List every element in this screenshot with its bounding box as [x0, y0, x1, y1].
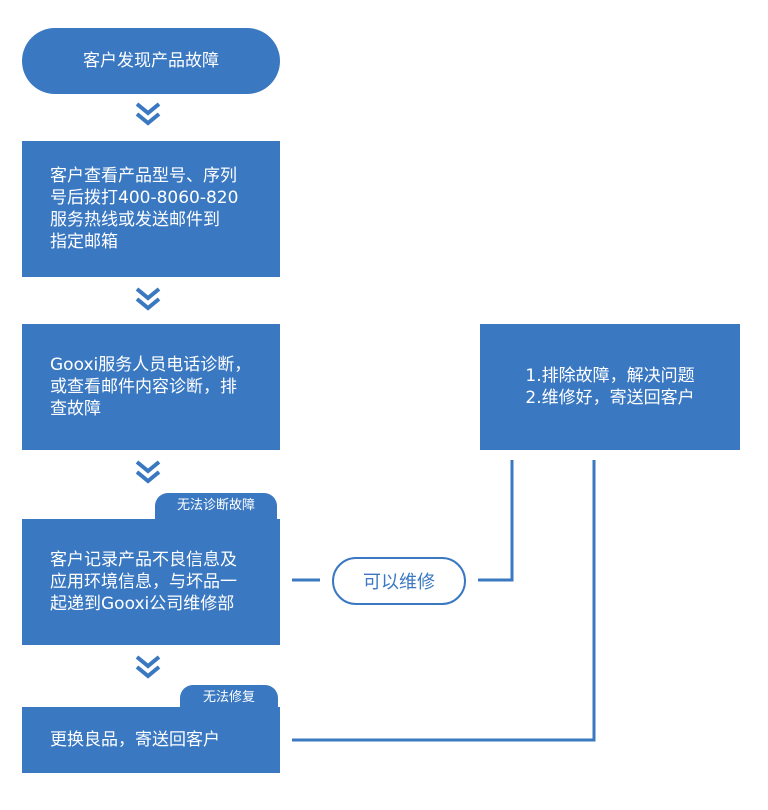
step-customer-finds-fault: 客户发现产品故障: [22, 28, 280, 94]
double-chevron-down-icon: [135, 655, 161, 679]
step-label: 1.排除故障，解决问题 2.维修好，寄送回客户: [525, 366, 695, 408]
double-chevron-down-icon: [135, 287, 161, 311]
tag-label: 无法诊断故障: [176, 498, 255, 513]
tag-label: 无法修复: [202, 690, 255, 705]
step-fix-and-return: 1.排除故障，解决问题 2.维修好，寄送回客户: [480, 324, 740, 450]
tag-cannot-diagnose: 无法诊断故障: [155, 493, 277, 519]
step-label: 更换良品，寄送回客户: [50, 730, 220, 750]
step-send-to-repair: 客户记录产品不良信息及 应用环境信息，与坏品一 起递到Gooxi公司维修部: [22, 519, 280, 645]
step-replace: 更换良品，寄送回客户: [22, 707, 280, 773]
branch-repairable: 可以维修: [332, 557, 466, 605]
step-label: 客户记录产品不良信息及 应用环境信息，与坏品一 起递到Gooxi公司维修部: [50, 550, 237, 614]
step-label: 客户查看产品型号、序列 号后拨打400-8060-820 服务热线或发送邮件到 …: [50, 166, 239, 252]
double-chevron-down-icon: [135, 460, 161, 484]
step-diagnose: Gooxi服务人员电话诊断， 或查看邮件内容诊断，排 查故障: [22, 324, 280, 450]
tag-cannot-repair: 无法修复: [180, 685, 278, 711]
branch-label: 可以维修: [363, 572, 435, 593]
step-contact-support: 客户查看产品型号、序列 号后拨打400-8060-820 服务热线或发送邮件到 …: [22, 141, 280, 277]
connector-repair-to-fix: [478, 460, 514, 582]
step-label: 客户发现产品故障: [83, 51, 219, 71]
connector-replace-to-return: [292, 460, 596, 742]
double-chevron-down-icon: [135, 102, 161, 126]
step-label: Gooxi服务人员电话诊断， 或查看邮件内容诊断，排 查故障: [50, 355, 252, 419]
